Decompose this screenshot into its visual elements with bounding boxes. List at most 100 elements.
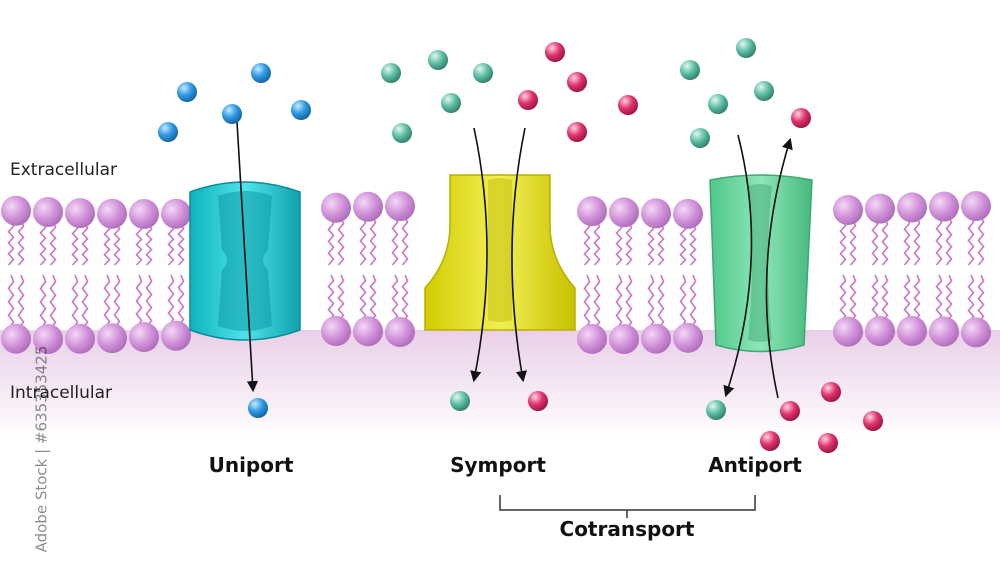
lipid-tail [337,274,345,322]
lipid-tail [679,223,687,266]
lipid-head [641,198,671,229]
lipid-heads [1,191,991,354]
symport-label: Symport [450,453,546,477]
solute-pink [567,72,587,92]
solute-blue [248,398,268,418]
lipid-tail [81,274,89,330]
solute-pink [618,95,638,115]
solute-blue [158,122,178,142]
transport-arrows [236,121,793,399]
lipid-tail [177,274,185,327]
lipid-tail [167,223,175,266]
lipid-tail [337,217,345,266]
lipid-head [1,323,31,354]
solute-pink [528,391,548,411]
solute-blue [291,100,311,120]
lipid-tail [839,219,847,266]
solute-blue [222,104,242,124]
lipid-tail [689,274,697,329]
solute-teal [754,81,774,101]
lipid-tail [647,274,655,330]
lipid-tail [17,220,25,266]
lipid-tail [81,222,89,266]
lipid-tail [71,222,79,266]
lipid-head [385,191,415,222]
solute-teal [450,391,470,411]
lipid-head [577,196,607,227]
symport-channel [424,174,576,331]
lipid-tail [657,223,665,266]
lipid-tail [977,215,985,266]
lipid-head [97,323,127,354]
solute-blue [177,82,197,102]
solute-pink [818,433,838,453]
solute-teal [441,93,461,113]
lipid-tail [657,274,665,330]
lipid-tail [391,215,399,266]
solute-teal [708,94,728,114]
lipid-tail [935,274,943,322]
lipid-tail [113,223,121,266]
lipid-tail [327,217,335,266]
lipid-tail [935,216,943,266]
lipid-head [65,323,95,354]
lipid-tail [913,217,921,266]
lipid-head [641,323,671,354]
cotransport-bracket [499,495,756,518]
lipid-head [961,191,991,222]
lipid-tail [977,274,985,323]
uniport-label: Uniport [208,453,294,477]
lipid-tail [391,274,399,323]
uniport-arrow [236,121,259,393]
lipid-tail [871,274,879,322]
solute-teal [381,63,401,83]
lipid-tail [689,223,697,266]
lipid-head [833,316,863,347]
lipid-tail [103,274,111,329]
antiport-arrow-in [723,134,753,398]
extracellular-label: Extracellular [10,160,118,180]
lipid-tail [913,274,921,322]
lipid-tail [903,274,911,322]
lipid-tail [679,274,687,329]
solute-teal [428,50,448,70]
lipid-tail [849,219,857,266]
lipid-head [65,198,95,229]
lipid-tail [359,216,367,266]
solute-teal [690,128,710,148]
lipid-tail [145,223,153,266]
lipid-tail [967,274,975,323]
lipid-tail [369,216,377,266]
lipid-head [33,323,63,354]
lipid-head [609,323,639,354]
lipid-tail [369,274,377,322]
lipid-head [929,316,959,347]
lipid-tail [615,274,623,330]
lipid-head [929,191,959,222]
lipid-tail [967,215,975,266]
intracellular-label: Intracellular [10,383,113,403]
lipid-head [865,316,895,347]
lipid-tail [327,274,335,322]
solute-molecules [158,38,883,453]
lipid-tails [7,215,985,330]
solute-teal [680,60,700,80]
lipid-tail [135,223,143,266]
lipid-head [353,191,383,222]
lipid-tail [145,274,153,328]
antiport-arrow-out [765,137,793,399]
lipid-tail [871,218,879,266]
lipid-tail [615,222,623,266]
lipid-head [33,197,63,228]
cotransport-label: Cotransport [559,517,695,541]
lipid-tail [625,222,633,266]
lipid-tail [49,221,57,266]
solute-teal [736,38,756,58]
lipid-tail [49,274,57,330]
lipid-tail [881,274,889,322]
lipid-tail [17,274,25,330]
lipid-tail [881,218,889,266]
lipid-head [961,317,991,348]
